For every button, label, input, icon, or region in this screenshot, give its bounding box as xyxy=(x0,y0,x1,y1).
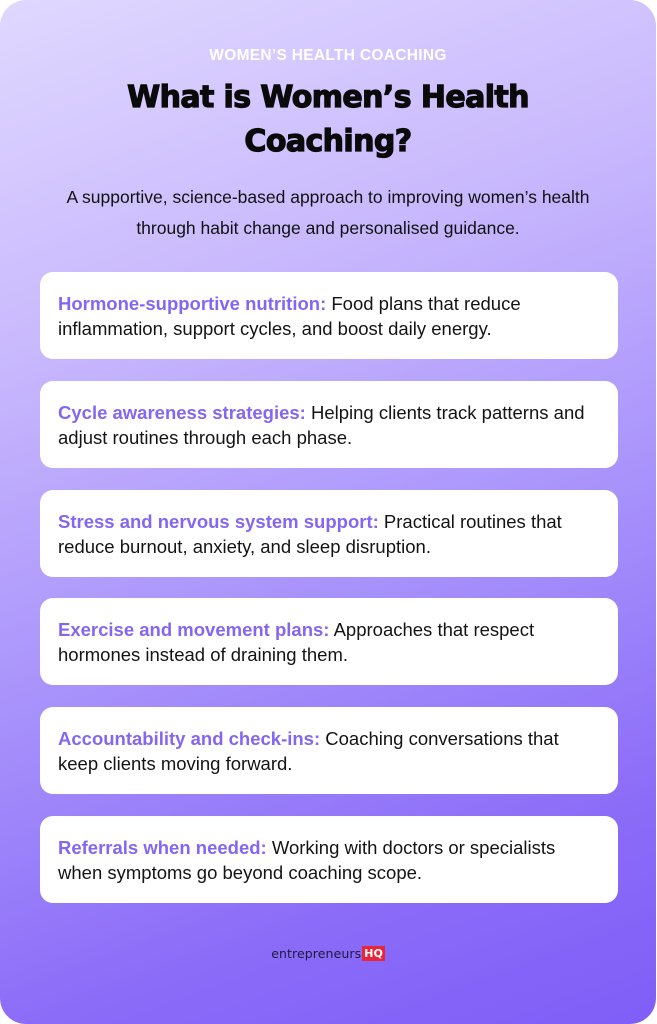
feature-card-nutrition: Hormone-supportive nutrition: Food plans… xyxy=(40,272,618,359)
feature-card-cycle-awareness: Cycle awareness strategies: Helping clie… xyxy=(40,381,618,468)
feature-label: Accountability and check-ins: xyxy=(58,728,321,749)
feature-label: Hormone-supportive nutrition: xyxy=(58,293,327,314)
feature-text: Food plans that reduce inflammation, sup… xyxy=(58,293,521,339)
feature-text: Approaches that respect hormones instead… xyxy=(58,619,535,665)
feature-label: Cycle awareness strategies: xyxy=(58,402,306,423)
feature-label: Stress and nervous system support: xyxy=(58,511,379,532)
feature-label: Referrals when needed: xyxy=(58,837,267,858)
feature-card-accountability: Accountability and check-ins: Coaching c… xyxy=(40,707,618,794)
feature-card-exercise: Exercise and movement plans: Approaches … xyxy=(40,598,618,685)
feature-card-referrals: Referrals when needed: Working with doct… xyxy=(40,816,618,903)
feature-text: Working with doctors or specialists when… xyxy=(58,837,556,883)
page-title: What is Women’s Health Coaching? xyxy=(126,79,530,159)
logo-badge: HQ xyxy=(362,946,385,961)
subtitle: A supportive, science-based approach to … xyxy=(66,187,590,238)
logo-wordmark: entrepreneurs xyxy=(271,946,362,961)
feature-card-stress-support: Stress and nervous system support: Pract… xyxy=(40,490,618,577)
eyebrow-label: WOMEN’S HEALTH COACHING xyxy=(209,47,447,64)
feature-text: Helping clients track patterns and adjus… xyxy=(58,402,585,448)
feature-text: Practical routines that reduce burnout, … xyxy=(58,511,562,557)
feature-text: Coaching conversations that keep clients… xyxy=(58,728,559,774)
feature-label: Exercise and movement plans: xyxy=(58,619,330,640)
